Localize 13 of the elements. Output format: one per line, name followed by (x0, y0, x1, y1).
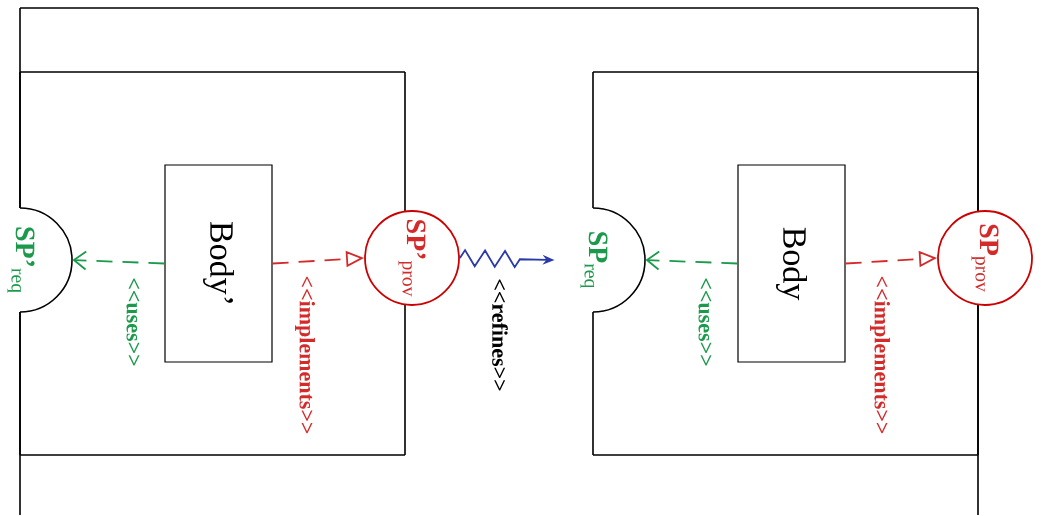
required-interface: SP$_{req}$ (580, 207, 646, 313)
arrow (645, 250, 739, 271)
arrow (72, 250, 166, 271)
edge-label: <<uses>> (698, 278, 712, 366)
required-interface: SP’$_{req}$ (7, 207, 73, 313)
edge-label: <<refines>> (492, 279, 508, 391)
edge-label: <<implements>> (870, 276, 890, 434)
edge-label: <<uses>> (126, 278, 140, 366)
body-box: Body (737, 164, 846, 363)
provided-interface: SP’$_{prov}$ (364, 210, 460, 306)
provided-interface: SP$_{prov}$ (937, 210, 1033, 306)
body-box: Body’ (164, 164, 273, 363)
edge-label: <<implements>> (295, 276, 315, 434)
